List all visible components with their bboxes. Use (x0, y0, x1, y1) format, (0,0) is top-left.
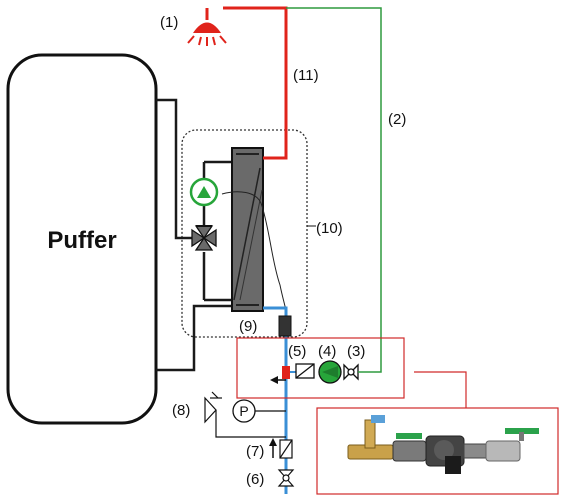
circulation-set-highlight (236, 337, 405, 399)
three-way-valve-icon (191, 225, 217, 251)
puffer-tank (6, 53, 158, 425)
callout-2: (2) (388, 111, 406, 128)
primary-pipes (156, 98, 232, 372)
callout-6: (6) (246, 471, 264, 488)
shut-off-valve-icon (343, 363, 374, 381)
puffer-tank-label: Puffer (47, 227, 116, 254)
shower-head-icon (187, 8, 227, 46)
zoom-leader (414, 371, 467, 408)
callout-4: (4) (318, 343, 336, 360)
station-enclosure (181, 129, 308, 338)
pressure-gauge-symbol: P (239, 403, 248, 419)
callout-1: (1) (160, 14, 178, 31)
circulation-pump-icon (318, 360, 342, 384)
hot-water-line (223, 6, 288, 160)
callout-5: (5) (288, 343, 306, 360)
callout-7: (7) (246, 443, 264, 460)
tee-fitting (282, 366, 290, 379)
heat-exchanger (231, 147, 264, 312)
pressure-gauge: P (232, 399, 286, 423)
callout-8: (8) (172, 402, 190, 419)
callout-3: (3) (347, 343, 365, 360)
flow-direction-arrow (270, 376, 286, 384)
circulation-pump-icon (189, 177, 219, 207)
callout-9: (9) (239, 318, 257, 335)
product-photo (347, 415, 539, 474)
sensor-wire (221, 191, 288, 317)
shut-off-valve-icon (277, 469, 295, 487)
safety-valve-icon (204, 391, 286, 438)
circulation-line (286, 7, 382, 373)
check-valve-icon (279, 439, 293, 459)
callout-10: (10) (316, 220, 343, 237)
cold-water-line (263, 306, 288, 494)
flow-sensor (278, 315, 292, 337)
callout-11: (11) (293, 67, 319, 84)
check-valve-icon (295, 363, 315, 379)
flow-direction-arrow (269, 438, 277, 458)
